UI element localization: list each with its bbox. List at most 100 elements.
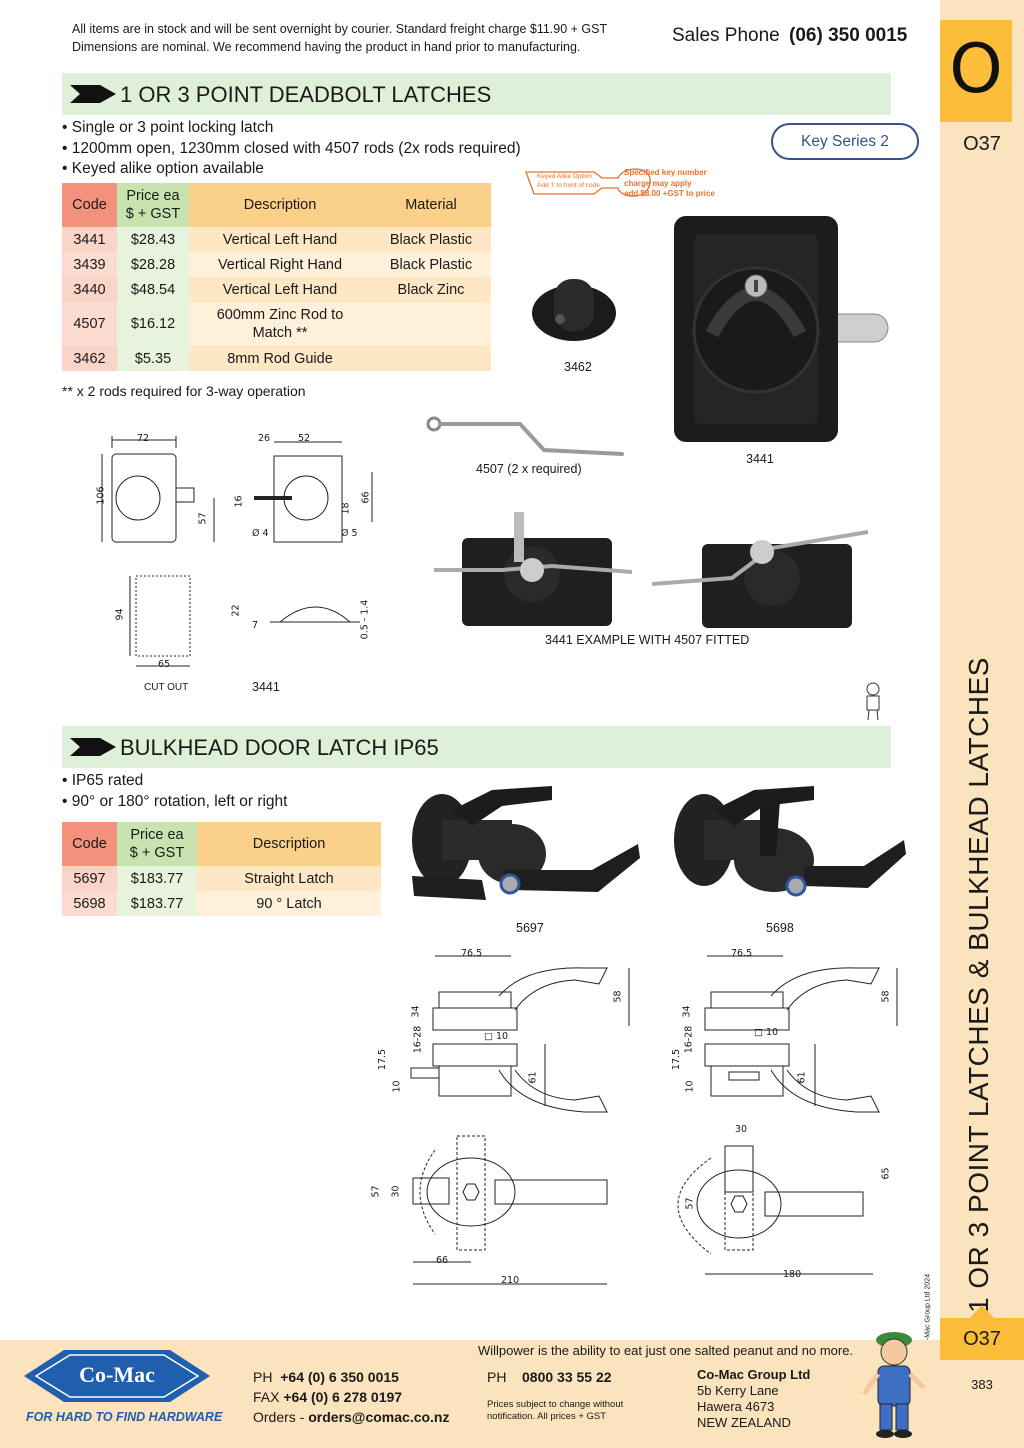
- cell-price: $28.43: [117, 227, 189, 252]
- orders-line: Orders - orders@comac.co.nz: [253, 1407, 450, 1427]
- freephone-line: PH 0800 33 55 22: [487, 1367, 612, 1387]
- col-description: Description: [197, 822, 381, 866]
- dim-label: 106: [95, 486, 107, 505]
- callout-text: Keyed Alike Option: [537, 173, 592, 180]
- mascot-small-icon: [866, 682, 880, 721]
- tab-notch: [970, 1305, 994, 1318]
- tagline: FOR HARD TO FIND HARDWARE: [26, 1410, 223, 1424]
- price-table-deadbolt: Code Price ea$ + GST Description Materia…: [62, 183, 491, 371]
- dim-label: 61: [796, 1071, 808, 1084]
- section-title: BULKHEAD DOOR LATCH IP65: [120, 735, 439, 760]
- caption-cutout: CUT OUT: [144, 682, 189, 693]
- dim-label: 7: [252, 620, 259, 631]
- col-price: Price ea$ + GST: [117, 822, 197, 866]
- key-callout-left: Keyed Alike Option Add 'I' to front of c…: [537, 172, 600, 190]
- table-row: 3439 $28.28 Vertical Right Hand Black Pl…: [62, 252, 491, 277]
- caption-example: 3441 EXAMPLE WITH 4507 FITTED: [545, 633, 750, 647]
- dim-label: 65: [880, 1167, 892, 1180]
- col-code: Code: [62, 183, 117, 227]
- caption-drawing: 3441: [252, 680, 280, 694]
- callout-text: Add 'I' to front of code: [537, 182, 600, 189]
- address-line: Hawera 4673: [697, 1399, 775, 1414]
- bullet: • Single or 3 point locking latch: [62, 119, 274, 136]
- cell-price: $183.77: [117, 891, 197, 916]
- cell-material: [371, 346, 491, 371]
- contact-block: PH +64 (0) 6 350 0015 FAX +64 (0) 6 278 …: [253, 1367, 450, 1427]
- dim-label: 210: [501, 1275, 520, 1286]
- ph2-label: PH: [487, 1369, 507, 1385]
- dim-label: 10: [391, 1080, 403, 1093]
- page-code-bottom: O37: [963, 1328, 1001, 1350]
- prices-note-2: notification. All prices + GST: [487, 1411, 607, 1422]
- sales-number[interactable]: (06) 350 0015: [789, 25, 908, 46]
- ph-label: PH: [253, 1369, 273, 1385]
- cell-desc: Vertical Left Hand: [189, 277, 371, 302]
- dim-label: 10: [684, 1080, 696, 1093]
- cell-material: [371, 302, 491, 346]
- section-header-deadbolt: 1 OR 3 POINT DEADBOLT LATCHES: [62, 73, 891, 115]
- col-material: Material: [371, 183, 491, 227]
- dim-label: 16: [233, 495, 245, 508]
- dim-label: 34: [681, 1005, 693, 1018]
- dim-label: □ 10: [754, 1027, 779, 1038]
- cell-material: Black Zinc: [371, 277, 491, 302]
- latch-5697-image: [412, 786, 640, 900]
- mascot-icon: [861, 1332, 926, 1438]
- cell-desc: 90 ° Latch: [197, 891, 381, 916]
- dim-label: 66: [436, 1255, 449, 1266]
- table-header: Code Price ea$ + GST Description: [62, 822, 381, 866]
- rod-guide-image: [532, 279, 616, 341]
- bullet: • 1200mm open, 1230mm closed with 4507 r…: [62, 139, 521, 157]
- footer-quote: Willpower is the ability to eat just one…: [478, 1343, 854, 1358]
- dim-label: 30: [735, 1124, 748, 1135]
- bullet: • IP65 rated: [62, 772, 144, 789]
- vertical-category-title: 1 OR 3 POINT LATCHES & BULKHEAD LATCHES: [944, 657, 1014, 1313]
- caption-5697: 5697: [516, 921, 544, 935]
- key-series-badge[interactable]: Key Series 2: [771, 123, 919, 160]
- dim-label: 30: [390, 1185, 402, 1198]
- deadbolt-technical-drawing: [101, 436, 373, 667]
- fax-line: FAX +64 (0) 6 278 0197: [253, 1387, 450, 1407]
- dim-label: 17.5: [671, 1048, 683, 1071]
- dim-label: 58: [612, 990, 624, 1003]
- fax-label: FAX: [253, 1389, 280, 1405]
- right-sidebar: [940, 0, 1024, 1448]
- key-icon: [525, 168, 651, 197]
- key-callout-right: Specified key number charge may apply ad…: [624, 168, 715, 200]
- dim-label: 18: [340, 502, 352, 515]
- dim-label: 58: [880, 990, 892, 1003]
- table-row: 3462 $5.35 8mm Rod Guide: [62, 346, 491, 371]
- cell-price: $183.77: [117, 866, 197, 891]
- orders-email[interactable]: orders@comac.co.nz: [308, 1409, 450, 1425]
- dim-label: 57: [197, 512, 209, 525]
- notice-line-2: Dimensions are nominal. We recommend hav…: [72, 40, 581, 54]
- page-code-top: O37: [963, 133, 1001, 155]
- caption-5698: 5698: [766, 921, 794, 935]
- table-row: 3441 $28.43 Vertical Left Hand Black Pla…: [62, 227, 491, 252]
- dim-label: □ 10: [484, 1031, 509, 1042]
- bullet: • 90° or 180° rotation, left or right: [62, 792, 288, 810]
- section-header-bulkhead: BULKHEAD DOOR LATCH IP65: [62, 726, 891, 768]
- page-number: 383: [971, 1377, 993, 1392]
- notice-line-1: All items are in stock and will be sent …: [72, 22, 608, 36]
- ph2-value[interactable]: 0800 33 55 22: [522, 1369, 612, 1385]
- col-price: Price ea$ + GST: [117, 183, 189, 227]
- fax-value: +64 (0) 6 278 0197: [283, 1389, 403, 1405]
- dim-label: 180: [783, 1269, 802, 1280]
- dim-value: 10: [496, 1031, 509, 1042]
- cell-desc: Vertical Left Hand: [189, 227, 371, 252]
- stock-notice: All items are in stock and will be sent …: [72, 20, 607, 56]
- feature-list: • Single or 3 point locking latch • 1200…: [62, 118, 521, 180]
- cell-desc: Straight Latch: [197, 866, 381, 891]
- dim-label: 34: [410, 1005, 422, 1018]
- ph-value[interactable]: +64 (0) 6 350 0015: [280, 1369, 399, 1385]
- prices-note: Prices subject to change without notific…: [487, 1399, 623, 1423]
- table-row: 3440 $48.54 Vertical Left Hand Black Zin…: [62, 277, 491, 302]
- vertical-title-text: 1 OR 3 POINT LATCHES & BULKHEAD LATCHES: [963, 657, 994, 1313]
- cell-code: 5697: [62, 866, 117, 891]
- company-name: Co-Mac Group Ltd: [697, 1367, 811, 1382]
- phone-line: PH +64 (0) 6 350 0015: [253, 1367, 450, 1387]
- arrow-icon: [70, 85, 116, 103]
- price-table-bulkhead: Code Price ea$ + GST Description 5697 $1…: [62, 822, 381, 916]
- latch-5698-image: [674, 786, 906, 897]
